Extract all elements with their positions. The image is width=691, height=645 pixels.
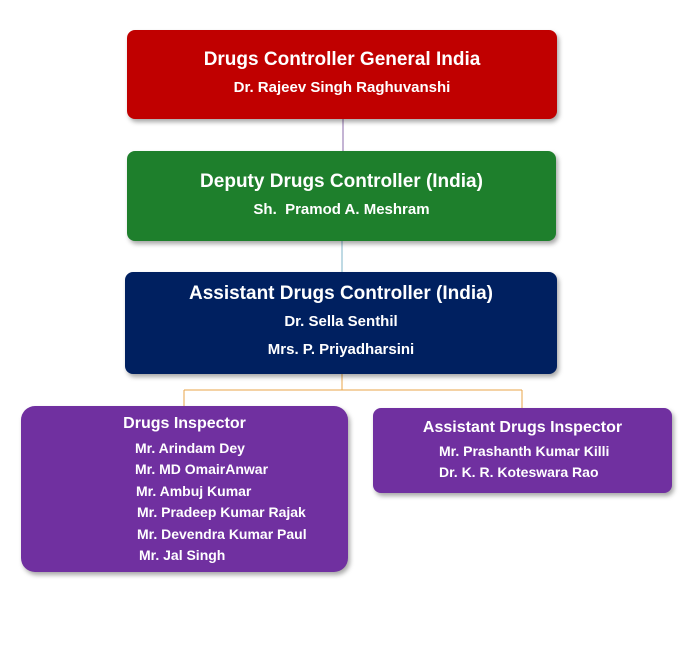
deputy-box: Deputy Drugs Controller (India) Sh. Pram… [127,151,556,241]
drugs-inspector-member: Mr. Pradeep Kumar Rajak [137,504,306,521]
assistant-drugs-inspector-member: Mr. Prashanth Kumar Killi [439,443,610,459]
drugs-inspector-member: Mr. Devendra Kumar Paul [137,525,307,542]
assistant-controller-title: Assistant Drugs Controller (India) [188,283,494,304]
dcgi-member: Dr. Rajeev Singh Raghuvanshi [233,79,451,96]
drugs-inspector-member: Mr. MD OmairAnwar [135,461,269,478]
dcgi-box: Drugs Controller General India Dr. Rajee… [127,30,557,119]
assistant-drugs-inspector-list: Mr. Prashanth Kumar Killi Dr. K. R. Kote… [373,441,672,483]
assistant-drugs-inspector-member: Dr. K. R. Koteswara Rao [439,464,599,480]
drugs-inspector-member: Mr. Jal Singh [139,547,226,564]
drugs-inspector-title: Drugs Inspector [123,415,246,432]
deputy-member: Sh. Pramod A. Meshram [253,201,430,218]
assistant-controller-box: Assistant Drugs Controller (India) Dr. S… [125,272,557,374]
assistant-controller-member: Dr. Sella Senthil [284,313,398,330]
deputy-title: Deputy Drugs Controller (India) [200,171,483,192]
drugs-inspector-list: Mr. Arindam Dey Mr. MD OmairAnwar Mr. Am… [21,438,348,566]
drugs-inspector-member: Mr. Arindam Dey [135,440,245,456]
drugs-inspector-member: Mr. Ambuj Kumar [136,482,252,499]
drugs-inspector-box: Drugs Inspector Mr. Arindam Dey Mr. MD O… [21,406,348,572]
dcgi-title: Drugs Controller General India [203,49,481,70]
assistant-drugs-inspector-box: Assistant Drugs Inspector Mr. Prashanth … [373,408,672,493]
assistant-drugs-inspector-title: Assistant Drugs Inspector [422,419,623,436]
assistant-controller-member: Mrs. P. Priyadharsini [267,341,415,358]
